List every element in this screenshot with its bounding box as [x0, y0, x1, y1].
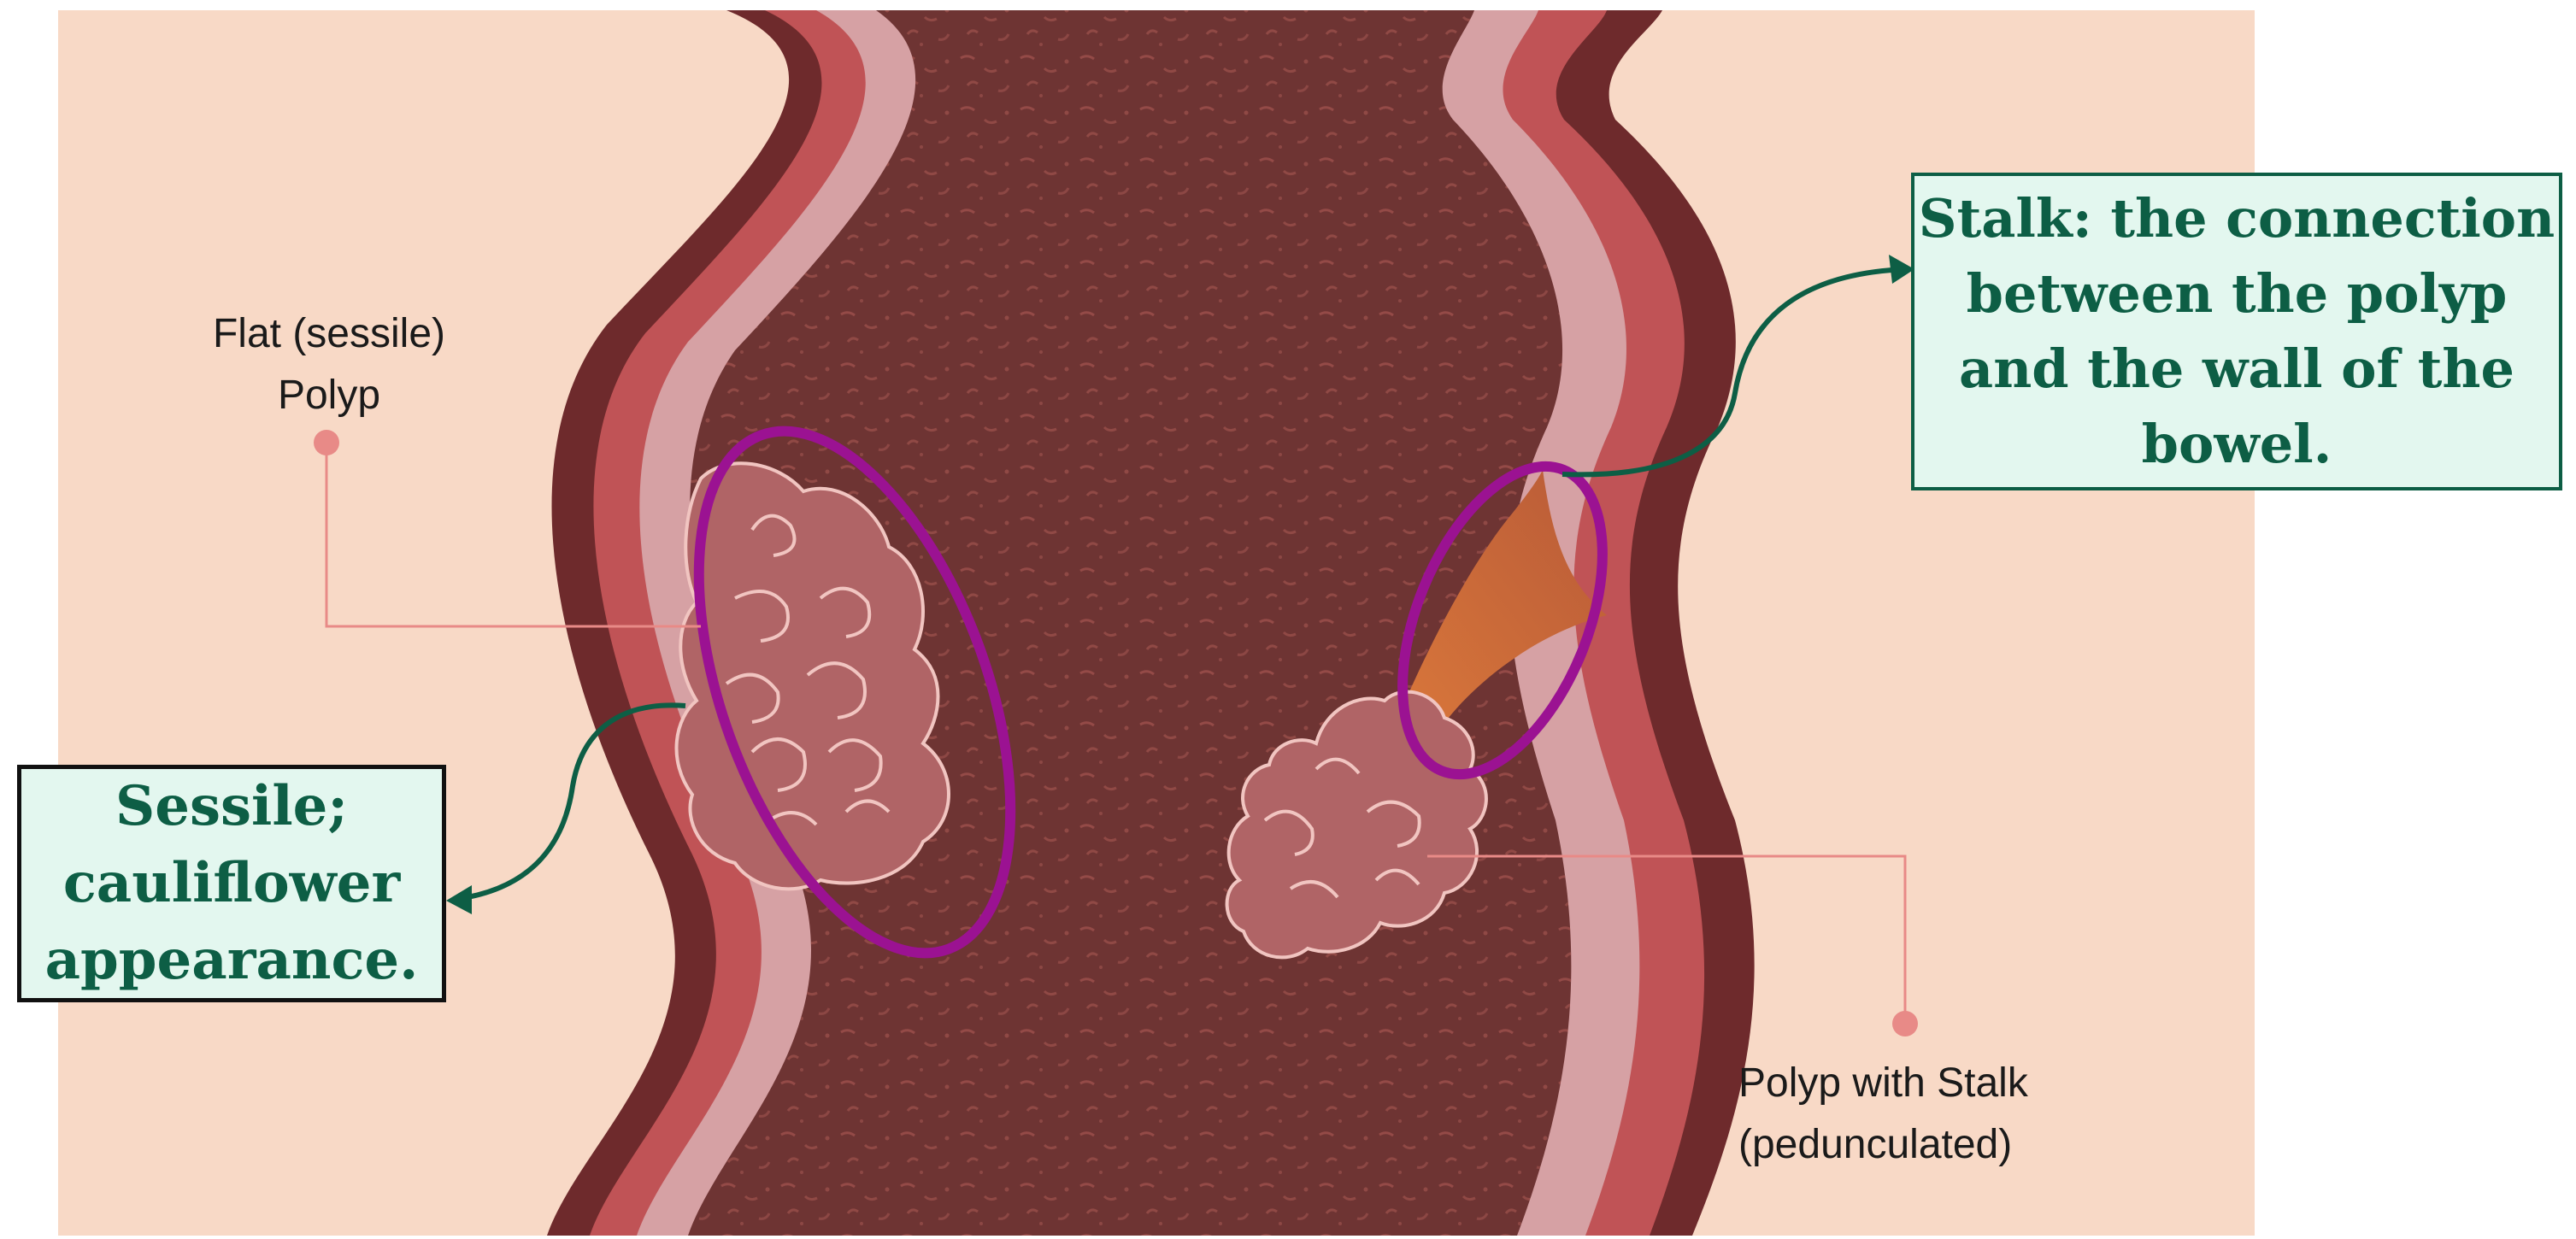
- pedunculated-label-line-2: (pedunculated): [1738, 1114, 2097, 1176]
- sessile-callout-line-1: Sessile;: [21, 768, 442, 845]
- sessile-leader-dot: [314, 430, 339, 455]
- sessile-callout-line-2: cauliflower: [21, 845, 442, 922]
- sessile-callout-box: Sessile; cauliflower appearance.: [17, 765, 446, 1002]
- sessile-callout-line-3: appearance.: [21, 922, 442, 999]
- sessile-label-line-2: Polyp: [158, 365, 500, 426]
- pedunculated-label-line-1: Polyp with Stalk: [1738, 1053, 2097, 1114]
- pedunculated-polyp-label: Polyp with Stalk (pedunculated): [1738, 1053, 2097, 1176]
- sessile-label-line-1: Flat (sessile): [158, 303, 500, 365]
- stalk-callout-box: Stalk: the connection between the polyp …: [1911, 173, 2562, 490]
- sessile-polyp-label: Flat (sessile) Polyp: [158, 303, 500, 426]
- stalk-callout-line-2: between the polyp: [1914, 256, 2559, 332]
- pedunculated-leader-dot: [1892, 1011, 1918, 1036]
- stalk-callout-line-1: Stalk: the connection: [1914, 181, 2559, 256]
- stalk-callout-line-3: and the wall of the: [1914, 332, 2559, 407]
- stalk-callout-line-4: bowel.: [1914, 407, 2559, 482]
